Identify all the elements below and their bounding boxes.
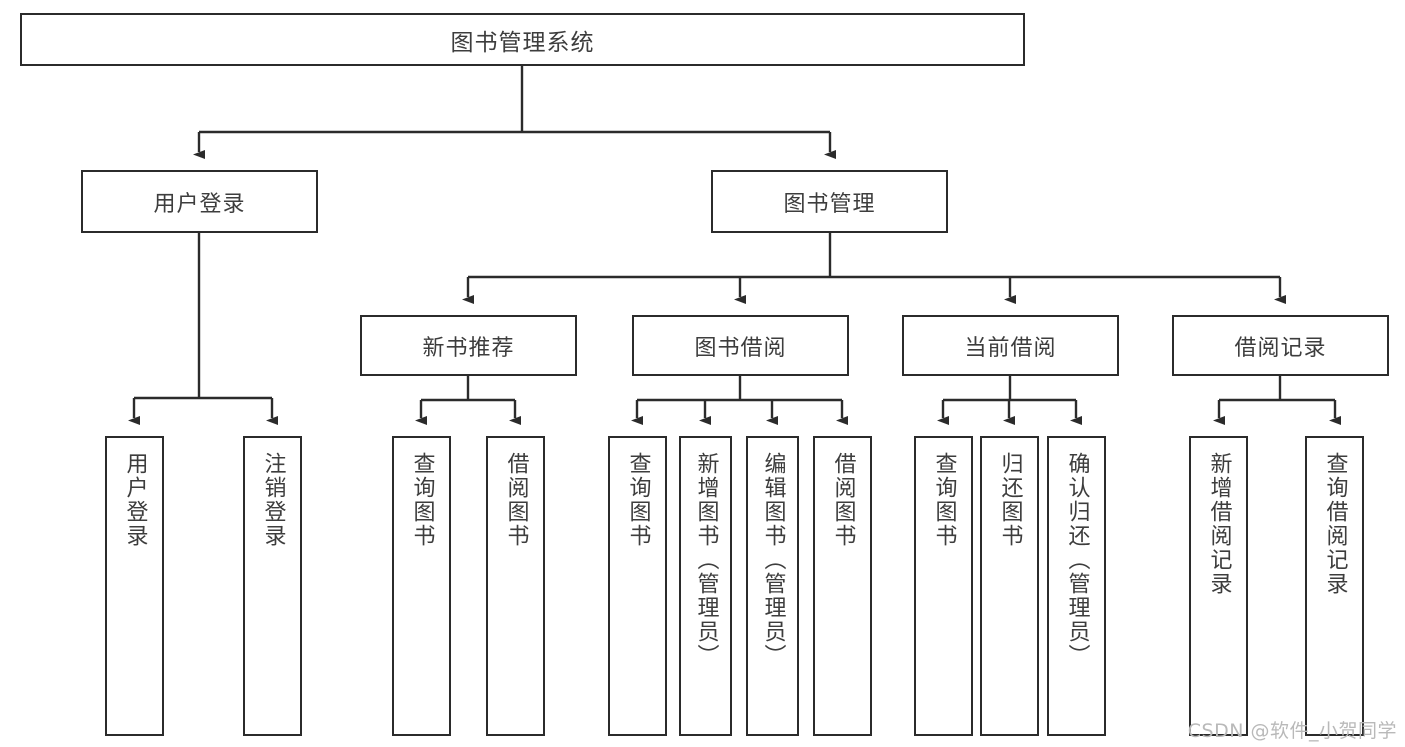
leaf-confirm-return-admin[interactable]: 确认归还（管理员）	[1047, 436, 1106, 736]
leaf-borrow-book[interactable]: 借阅图书	[813, 436, 872, 736]
node-book-borrow-label: 图书借阅	[694, 335, 787, 361]
node-current-borrow[interactable]: 当前借阅	[902, 315, 1119, 376]
leaf-logout[interactable]: 注销登录	[243, 436, 302, 736]
csdn-watermark: CSDN @软件_小贺同学	[1187, 720, 1397, 742]
leaf-query-book[interactable]: 查询图书	[608, 436, 667, 736]
leaf-confirm-return-admin-label: 确认归还（管理员）	[1064, 452, 1090, 668]
leaf-return-book-label: 归还图书	[997, 452, 1023, 548]
leaf-add-book-admin-label: 新增图书（管理员）	[693, 452, 719, 668]
node-book-management[interactable]: 图书管理	[711, 170, 948, 233]
leaf-query-borrow-record-label: 查询借阅记录	[1322, 452, 1348, 596]
node-new-book-recommend-label: 新书推荐	[422, 335, 515, 361]
leaf-edit-book-admin-label: 编辑图书（管理员）	[760, 452, 786, 668]
leaf-add-borrow-record-label: 新增借阅记录	[1206, 452, 1232, 596]
leaf-add-borrow-record[interactable]: 新增借阅记录	[1189, 436, 1248, 736]
leaf-borrow-book-label: 借阅图书	[830, 452, 856, 548]
leaf-user-login-label: 用户登录	[122, 452, 148, 548]
node-borrow-record[interactable]: 借阅记录	[1172, 315, 1389, 376]
leaf-user-login[interactable]: 用户登录	[105, 436, 164, 736]
leaf-query-borrow-record[interactable]: 查询借阅记录	[1305, 436, 1364, 736]
leaf-query-book-label: 查询图书	[625, 452, 651, 548]
node-root-label: 图书管理系统	[450, 29, 595, 56]
node-current-borrow-label: 当前借阅	[964, 335, 1057, 361]
node-root[interactable]: 图书管理系统	[20, 13, 1025, 66]
leaf-query-book-recommend[interactable]: 查询图书	[392, 436, 451, 736]
leaf-logout-label: 注销登录	[260, 452, 286, 548]
node-user-login-label: 用户登录	[153, 191, 246, 217]
leaf-query-book-current[interactable]: 查询图书	[914, 436, 973, 736]
node-new-book-recommend[interactable]: 新书推荐	[360, 315, 577, 376]
leaf-add-book-admin[interactable]: 新增图书（管理员）	[679, 436, 732, 736]
node-book-management-label: 图书管理	[783, 191, 876, 217]
node-user-login[interactable]: 用户登录	[81, 170, 318, 233]
leaf-edit-book-admin[interactable]: 编辑图书（管理员）	[746, 436, 799, 736]
leaf-borrow-book-recommend[interactable]: 借阅图书	[486, 436, 545, 736]
leaf-query-book-recommend-label: 查询图书	[409, 452, 435, 548]
node-borrow-record-label: 借阅记录	[1234, 335, 1327, 361]
node-book-borrow[interactable]: 图书借阅	[632, 315, 849, 376]
leaf-borrow-book-recommend-label: 借阅图书	[503, 452, 529, 548]
leaf-query-book-current-label: 查询图书	[931, 452, 957, 548]
leaf-return-book[interactable]: 归还图书	[980, 436, 1039, 736]
